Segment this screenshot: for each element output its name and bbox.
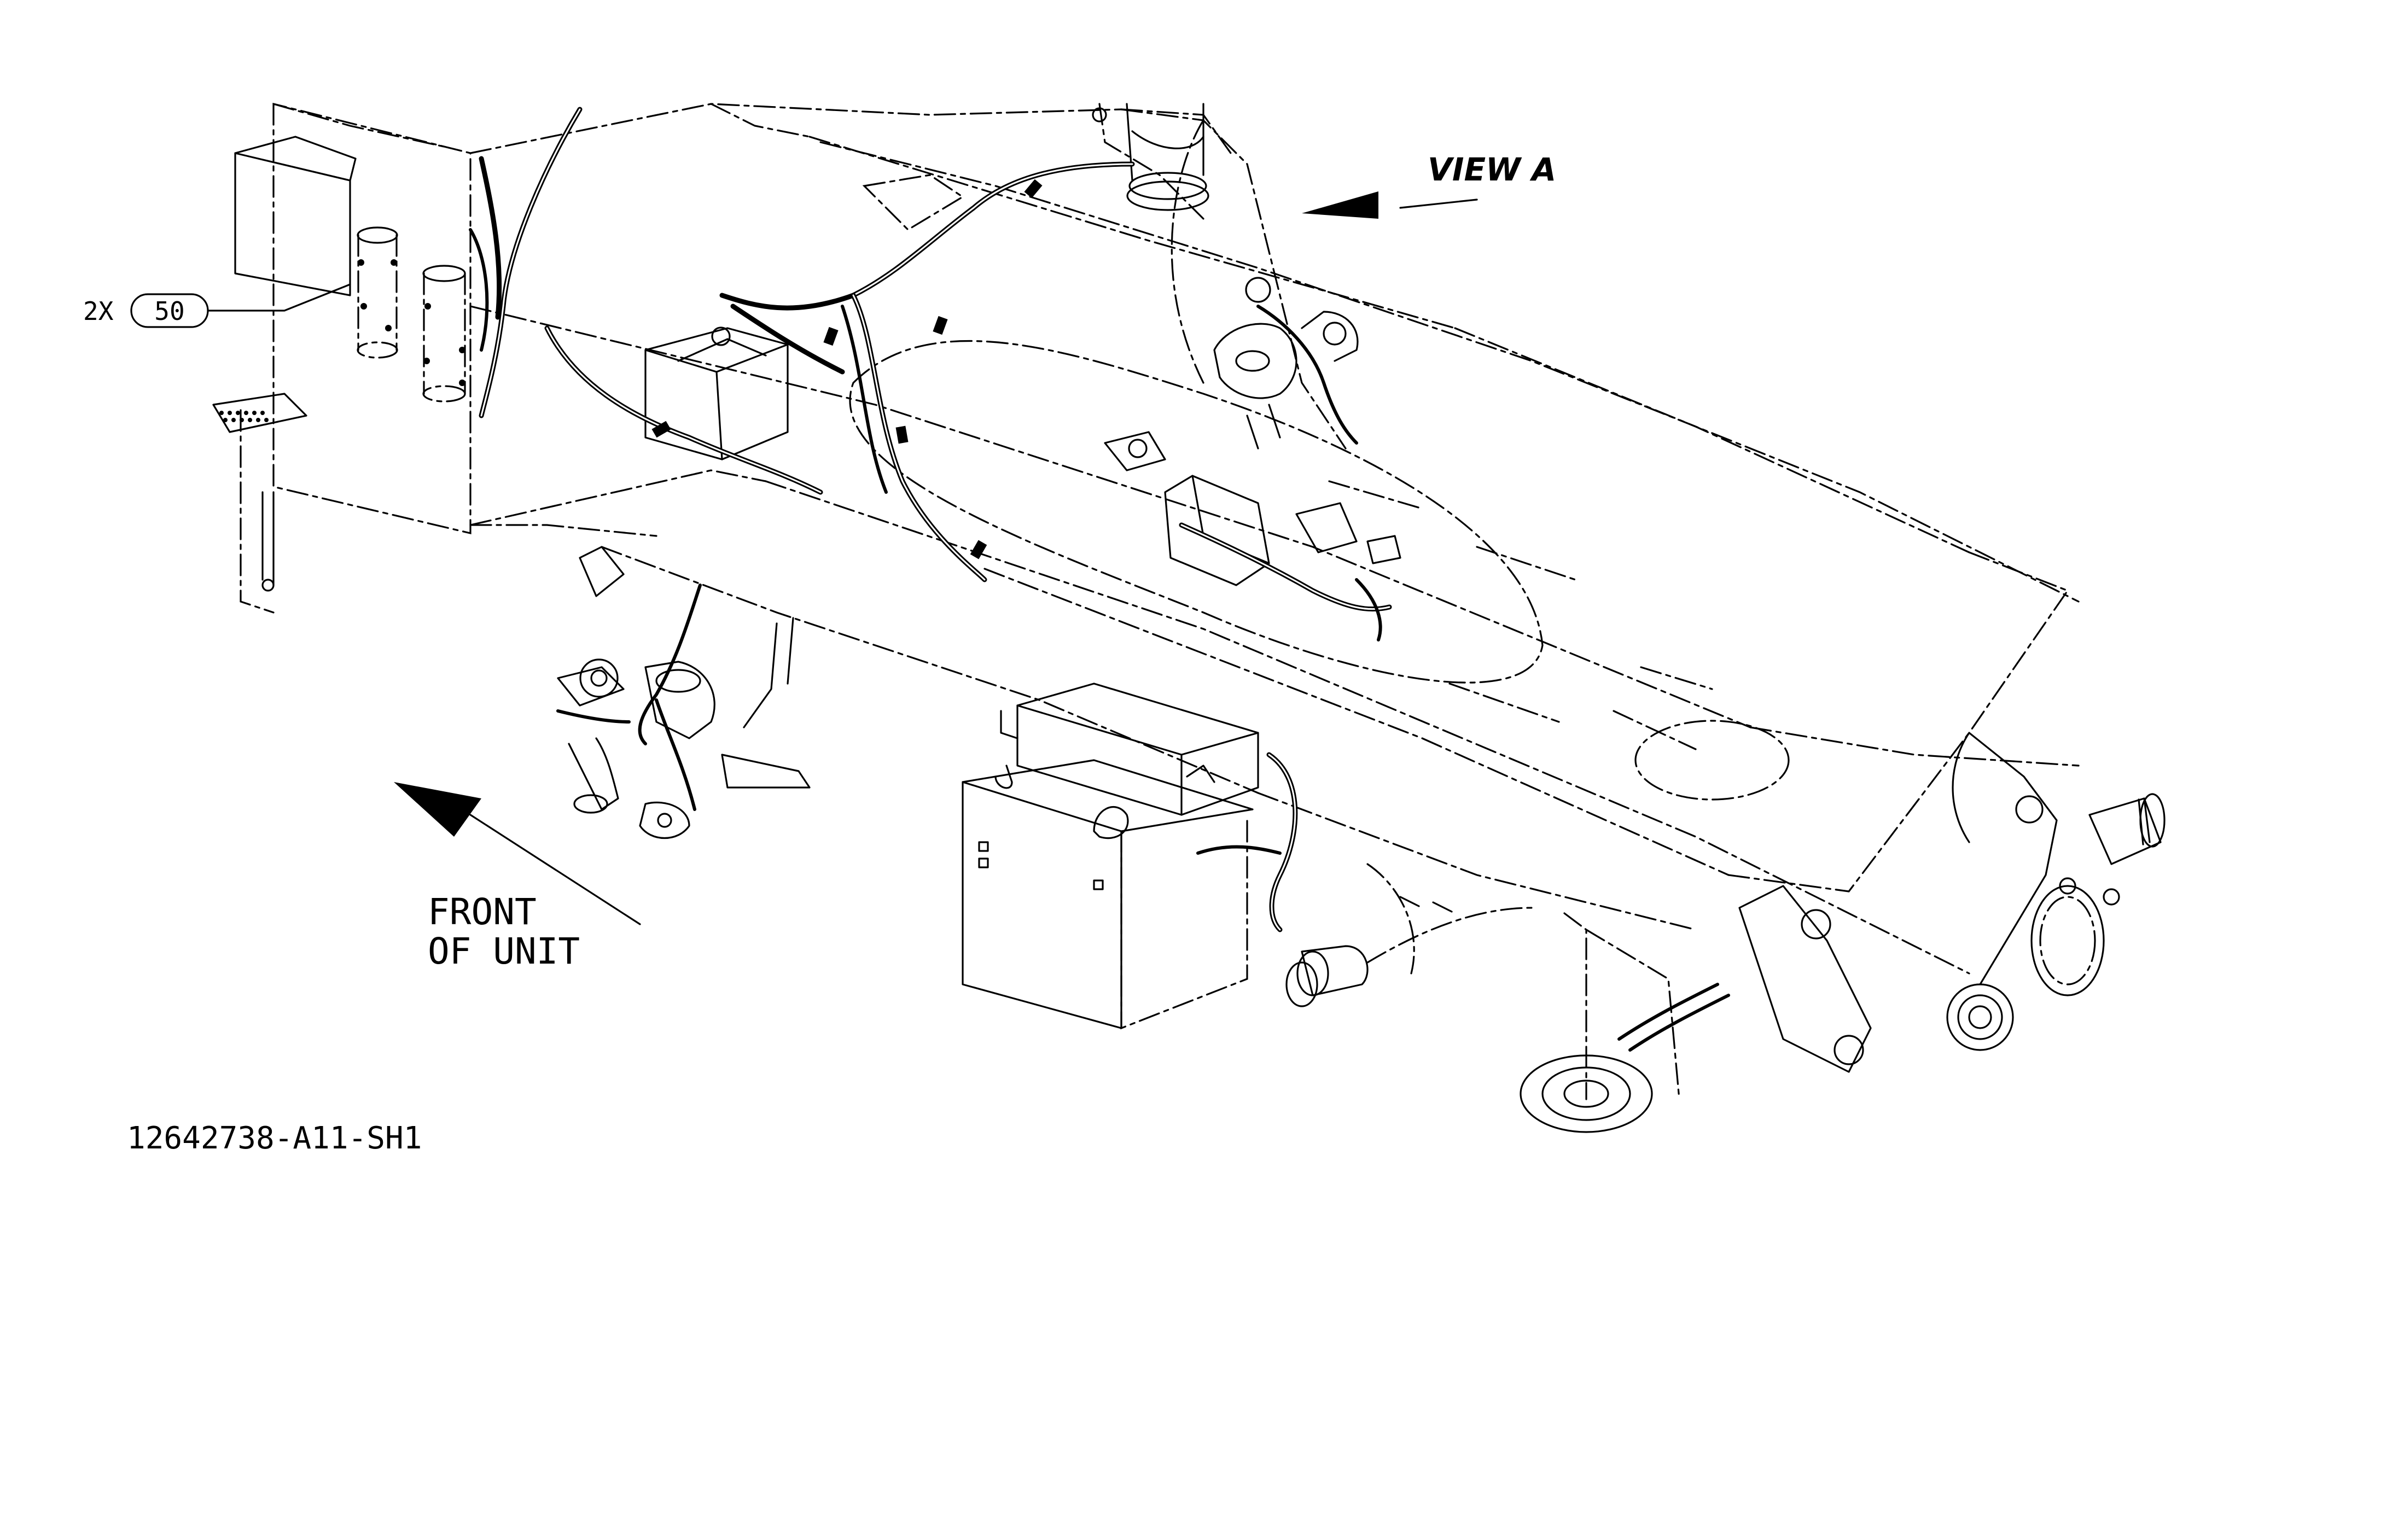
filter-canisters — [357, 226, 466, 402]
left-mounting-plate — [212, 102, 472, 614]
front-label-line2: OF UNIT — [428, 930, 580, 972]
item-callout — [130, 283, 351, 328]
callout-item-number: 50 — [154, 296, 184, 326]
callout-quantity: 2X — [83, 296, 114, 326]
rear-axle — [1285, 863, 1730, 1133]
battery-box-lower — [962, 759, 1254, 1030]
right-valve-bracket — [1104, 431, 1401, 586]
front-label-line1: FRONT — [428, 891, 537, 933]
front-arrow — [394, 782, 641, 925]
valve-block — [644, 326, 789, 460]
view-a-label: VIEW A — [1428, 151, 1556, 188]
battery-cables — [1196, 752, 1298, 932]
left-steering-knuckle — [557, 546, 811, 839]
drawing-number: 12642738-A11-SH1 — [127, 1121, 422, 1156]
hydraulic-lines — [469, 107, 1392, 811]
battery-box-upper — [1000, 682, 1259, 816]
top-cylinder — [1092, 103, 1209, 211]
rear-crossmember — [862, 103, 1347, 450]
main-frame — [469, 103, 2080, 975]
rear-yoke — [1738, 732, 2166, 1073]
view-a-arrow — [1302, 191, 1478, 219]
right-steering-knuckle — [1213, 277, 1359, 450]
